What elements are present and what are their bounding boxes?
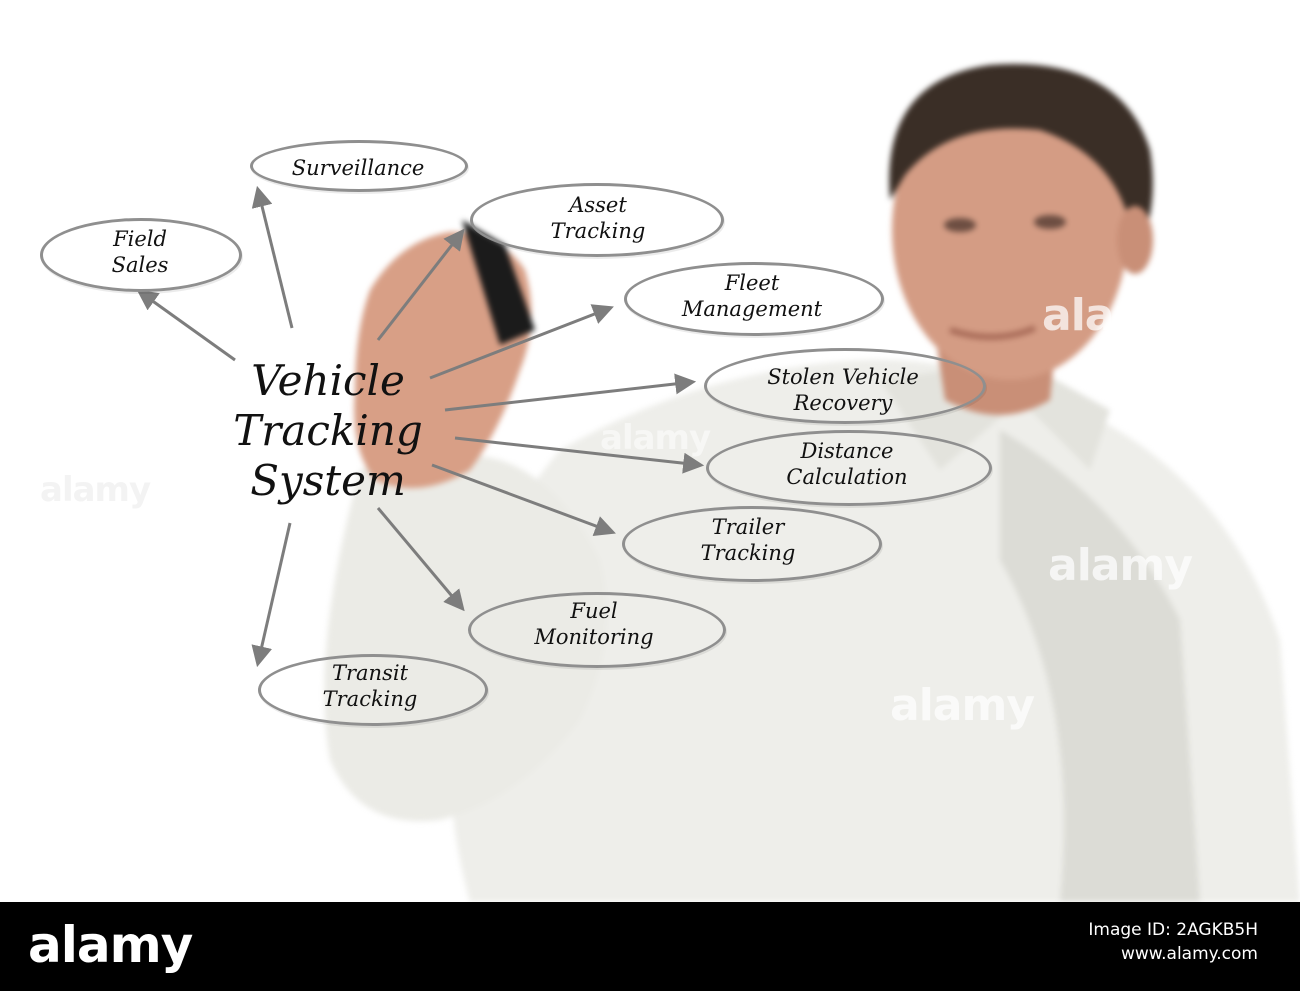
oval-transit-tracking bbox=[258, 654, 488, 726]
oval-fuel-monitoring bbox=[468, 592, 726, 668]
oval-stolen-vehicle-recovery bbox=[704, 348, 986, 424]
oval-distance-calculation bbox=[706, 430, 992, 506]
alamy-logo: alamy bbox=[28, 916, 193, 974]
oval-trailer-tracking bbox=[622, 506, 882, 582]
arrow-to-trailer-tracking bbox=[431, 463, 616, 536]
head bbox=[892, 80, 1128, 380]
hair bbox=[889, 64, 1153, 260]
diagram-arrows bbox=[136, 185, 705, 668]
label-trailer-tracking: Trailer Tracking bbox=[700, 515, 796, 565]
label-surveillance: Surveillance bbox=[291, 156, 425, 180]
sleeve bbox=[324, 452, 607, 822]
image-id-text: Image ID: 2AGKB5H www.alamy.com bbox=[1088, 918, 1258, 966]
label-stolen-vehicle-recovery: Stolen Vehicle Recovery bbox=[767, 365, 919, 415]
marker bbox=[462, 220, 535, 345]
label-fuel-monitoring: Fuel Monitoring bbox=[534, 599, 654, 649]
label-distance-calculation: Distance Calculation bbox=[786, 439, 908, 489]
watermark: alamy bbox=[1048, 540, 1193, 591]
arrow-to-asset-tracking bbox=[376, 228, 465, 341]
shirt-shadow bbox=[1000, 430, 1200, 902]
label-field-sales: Field Sales bbox=[111, 227, 169, 277]
arrow-to-distance-calculation bbox=[454, 436, 705, 474]
footer-bar: alamy Image ID: 2AGKB5H www.alamy.com bbox=[0, 902, 1300, 991]
center-title: Vehicle Tracking System bbox=[233, 356, 423, 505]
label-fleet-management: Fleet Management bbox=[681, 271, 823, 321]
arrow-to-fleet-management bbox=[429, 304, 614, 380]
arrow-to-stolen-vehicle-recovery bbox=[444, 373, 697, 412]
arrow-to-surveillance bbox=[251, 185, 294, 329]
oval-surveillance bbox=[250, 140, 468, 192]
image-id: Image ID: 2AGKB5H bbox=[1088, 920, 1258, 940]
arrow-to-field-sales bbox=[136, 289, 236, 362]
watermark: alamy bbox=[1042, 290, 1187, 341]
oval-asset-tracking bbox=[470, 183, 724, 257]
oval-field-sales bbox=[40, 218, 242, 292]
arrow-to-fuel-monitoring bbox=[376, 507, 465, 612]
photo-scene: Field Sales Surveillance Asset Tracking … bbox=[40, 64, 1300, 902]
label-transit-tracking: Transit Tracking bbox=[322, 661, 418, 711]
watermark: alamy bbox=[40, 470, 151, 510]
oval-fleet-management bbox=[624, 262, 884, 336]
ear bbox=[1117, 206, 1153, 274]
arrow-to-transit-tracking bbox=[251, 522, 292, 668]
label-asset-tracking: Asset Tracking bbox=[550, 193, 646, 243]
watermark: alamy bbox=[890, 680, 1035, 731]
site-url: www.alamy.com bbox=[1120, 944, 1258, 964]
watermark: alamy bbox=[600, 418, 711, 458]
